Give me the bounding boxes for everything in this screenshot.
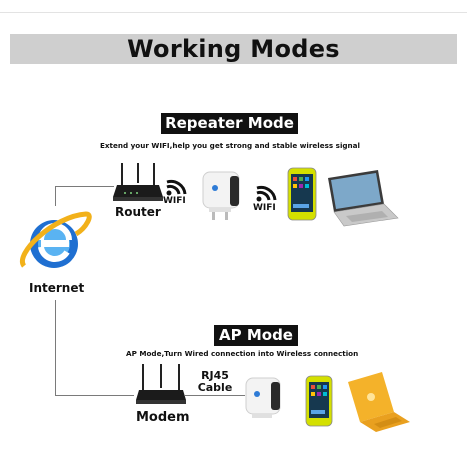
connector-line [55, 186, 56, 206]
wifi-label: WIFI [253, 203, 276, 213]
yellow-laptop-icon [344, 372, 410, 434]
router-label: Router [115, 205, 161, 219]
repeater-device-icon [202, 170, 240, 232]
laptop-icon [322, 170, 399, 227]
top-divider [0, 12, 467, 13]
connector-line [55, 395, 134, 396]
phone-icon [305, 375, 333, 427]
connector-line [55, 300, 56, 395]
wifi-signal-icon [255, 182, 279, 202]
internet-label: Internet [29, 281, 85, 295]
repeater-mode-label: Repeater Mode [161, 113, 298, 134]
connector-line [185, 395, 245, 396]
ap-mode-label: AP Mode [214, 325, 298, 346]
modem-label: Modem [136, 410, 190, 425]
cable-label: RJ45 Cable [197, 370, 233, 394]
wifi-signal-icon [165, 176, 189, 196]
wifi-label: WIFI [163, 196, 186, 206]
repeater-mode-caption: Extend your WIFI,help you get strong and… [100, 141, 360, 150]
router-icon [113, 163, 163, 205]
cable-label-text: RJ45 Cable [197, 369, 233, 394]
page-title: Working Modes [127, 35, 340, 63]
title-band [10, 34, 457, 64]
ap-mode-caption: AP Mode,Turn Wired connection into Wirel… [126, 349, 359, 358]
phone-icon [287, 167, 317, 221]
internet-explorer-icon [14, 206, 94, 276]
modem-icon [136, 364, 186, 408]
repeater-device-icon [245, 377, 281, 422]
connector-line [55, 186, 114, 187]
